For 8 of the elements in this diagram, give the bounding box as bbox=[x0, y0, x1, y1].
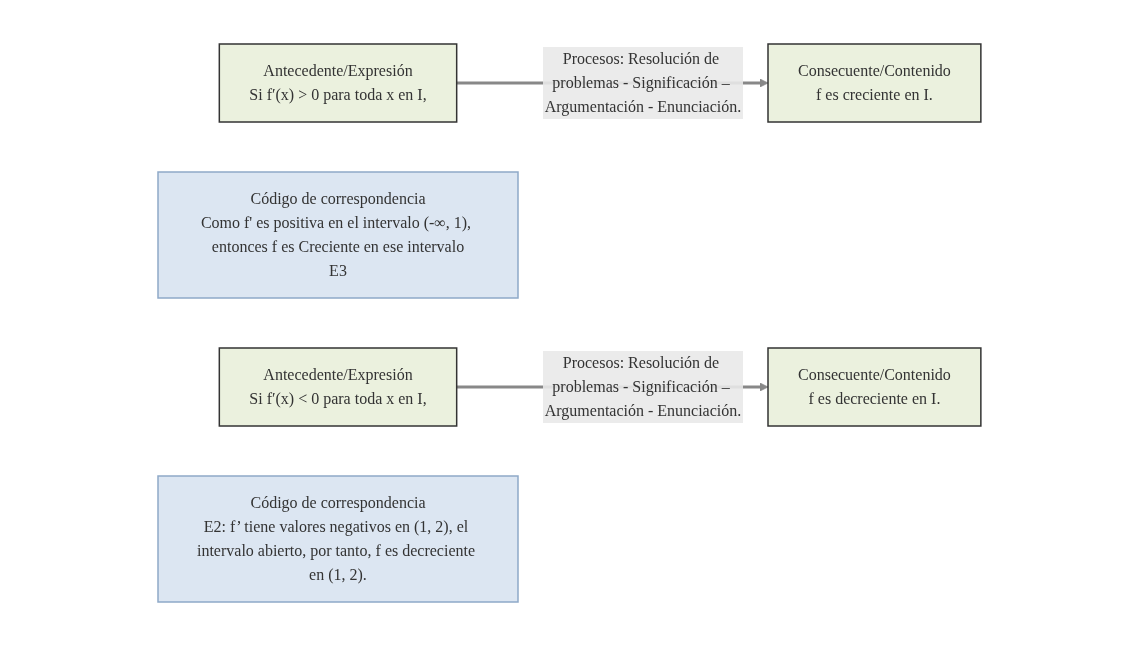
node-box: Código de correspondencia Como f' es positiva en el intervalo (-∞, 1), entonces f es Creciente en ese intervalo E3 bbox=[156, 170, 519, 299]
edge-label: Procesos: Resolución de problemas - Significación – Argumentación - Enunciación. bbox=[544, 353, 741, 419]
node-box: Consecuente/Contenido f es creciente en I. bbox=[766, 42, 982, 123]
node-box: Código de correspondencia E2: f’ tiene valores negativos en (1, 2), el intervalo abierto, por tanto, f es decreciente en (1, 2). bbox=[156, 474, 519, 603]
node-box: Antecedente/Expresión Si f′(x) > 0 para toda x en I, bbox=[218, 42, 457, 123]
node-box: Consecuente/Contenido f es decreciente en I. bbox=[766, 346, 982, 427]
edge-label: Procesos: Resolución de problemas - Significación – Argumentación - Enunciación. bbox=[544, 49, 741, 115]
node-box: Antecedente/Expresión Si f′(x) < 0 para toda x en I, bbox=[218, 346, 457, 427]
